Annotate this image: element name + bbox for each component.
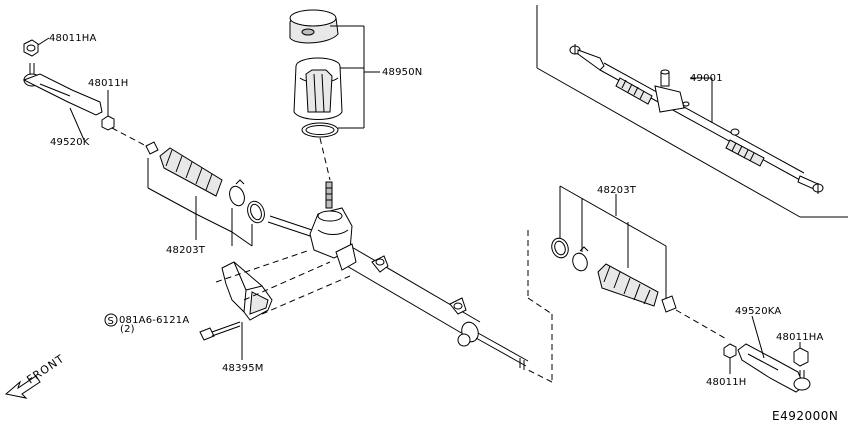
- arrow-icon: [4, 375, 41, 399]
- label-48395m: 48395M: [222, 363, 264, 374]
- boot-kit-left-48203t: [145, 141, 265, 247]
- rack-housing: [267, 181, 529, 370]
- pinion-boot-48950n: [289, 9, 380, 181]
- label-48950n: 48950N: [382, 67, 423, 78]
- inset-assembly-49001: [536, 5, 848, 218]
- label-48011ha-left: 48011HA: [49, 33, 97, 44]
- circled-s-icon: S: [104, 313, 118, 327]
- label-081a6-6121a: 081A6-6121A: [119, 315, 189, 326]
- boot-kit-right-48203t: [527, 185, 729, 383]
- label-48011h-right: 48011H: [706, 377, 747, 388]
- label-48011ha-right: 48011HA: [776, 332, 824, 343]
- label-49520k: 49520K: [50, 137, 90, 148]
- diagram-code: E492000N: [772, 409, 838, 423]
- front-label: FRONT: [24, 352, 67, 387]
- tie-rod-end-left: [22, 37, 151, 149]
- nut-48011ha-left: [23, 39, 39, 57]
- tie-rod-end-right: [723, 315, 811, 393]
- label-qty-2: (2): [120, 324, 135, 335]
- label-48203t-right: 48203T: [597, 185, 637, 196]
- label-48011h-left: 48011H: [88, 78, 129, 89]
- label-49520ka: 49520KA: [735, 306, 781, 317]
- svg-text:S: S: [108, 316, 114, 327]
- label-48203t-left: 48203T: [166, 245, 206, 256]
- bracket-48395m: [199, 249, 351, 360]
- label-49001: 49001: [690, 73, 723, 84]
